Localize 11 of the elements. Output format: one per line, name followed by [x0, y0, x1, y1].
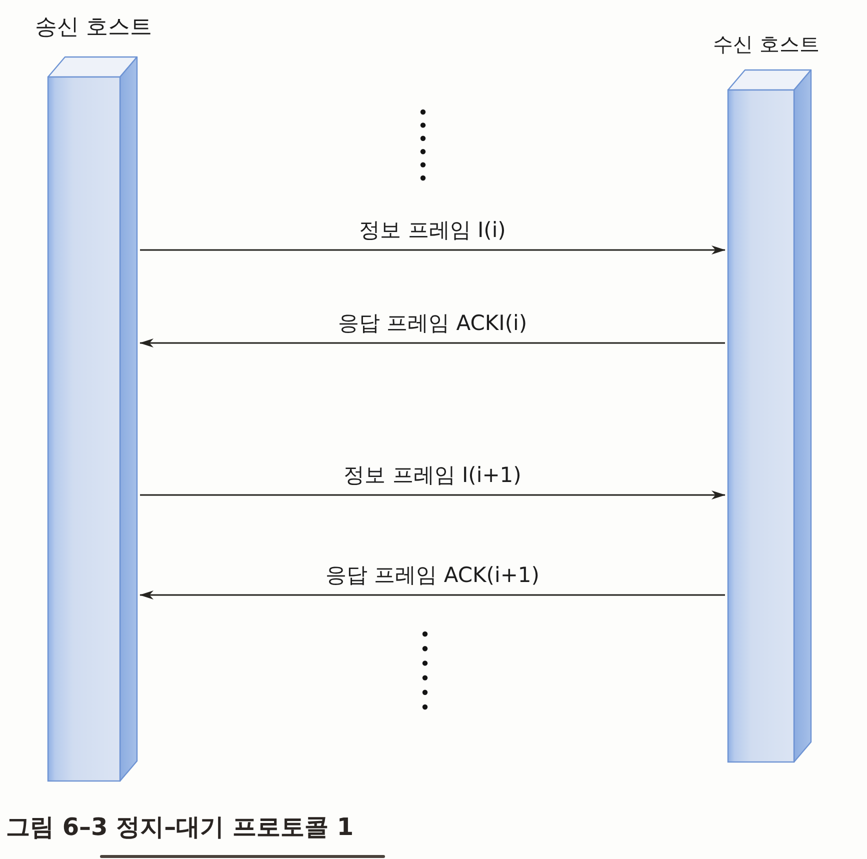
arrow [140, 490, 726, 500]
arrow [140, 338, 725, 348]
edge-label: 응답 프레임 ACK(i+1) [326, 562, 540, 588]
edge-label: 정보 프레임 I(i+1) [344, 462, 522, 488]
arrow [140, 246, 726, 254]
host-label: 송신 호스트 [35, 15, 152, 42]
edge-label: 정보 프레임 I(i) [359, 217, 506, 243]
host-label: 수신 호스트 [713, 32, 820, 56]
figure-caption: 그림 6–3 정지–대기 프로토콜 1 [6, 812, 354, 842]
edge-label: 응답 프레임 ACKI(i) [338, 310, 528, 336]
arrow [140, 590, 725, 600]
